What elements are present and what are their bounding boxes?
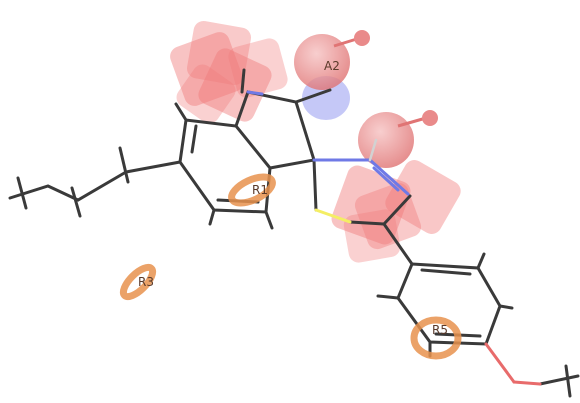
hydrophobic-box [198,48,272,122]
hydrophobic-box [385,160,461,234]
acceptor-feature-top: A2 [294,30,370,90]
oxygen-bond [512,380,542,386]
sulfur-bond [314,208,352,224]
acceptor-vector [397,116,427,128]
acceptor-vector-head [354,30,370,46]
aromatic-ring [410,316,462,360]
heteroatom-bonds [246,90,542,386]
hydrophobic-box [186,20,252,86]
aromatic-label: R1 [252,183,268,197]
acceptor-sphere [294,34,350,90]
hydrophobic-feature-cluster-top [170,20,288,124]
aromatic-feature-r5: R5 [410,316,462,360]
molecule-skeleton [8,68,580,398]
nitrogen-bond [246,90,264,96]
oxygen-bond [484,342,516,384]
hydrophobic-box [354,182,422,250]
hydrogen-bond-stub [368,138,378,162]
aromatic-feature-r1: R1 [228,173,276,207]
nitrogen-bond [368,158,410,196]
aromatic-ring [228,173,276,207]
aromatic-feature-r3: R3 [119,263,157,301]
acceptor-label: A2 [324,59,340,73]
aromatic-label: R5 [432,323,448,337]
hydrophobic-box [176,64,236,124]
aromatic-label: R3 [138,275,154,289]
acceptor-vector-head [422,110,438,126]
nitrogen-bond [372,166,400,192]
hydrophobic-box [170,32,244,106]
aromatic-ring [119,263,157,301]
